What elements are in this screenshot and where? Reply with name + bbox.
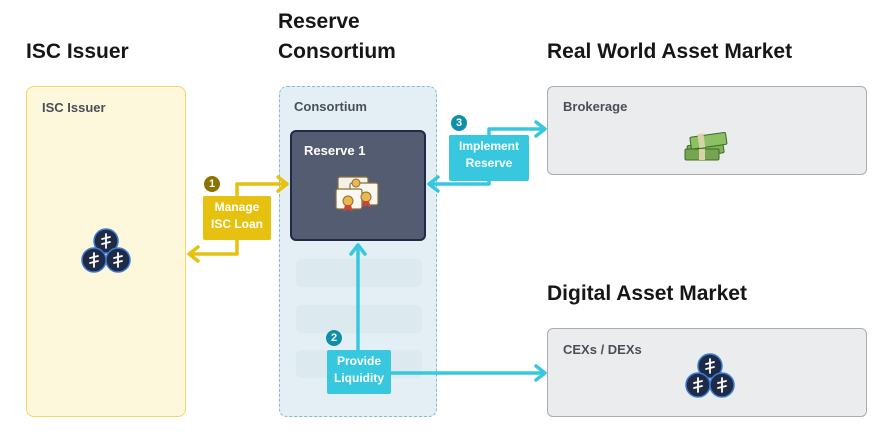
reserve-1-label: Reserve 1 — [304, 143, 366, 158]
loan-arrowhead-reserve — [276, 175, 289, 193]
isc-coin-cluster-icon-cex — [685, 353, 735, 398]
loan-arrow-to-reserve — [235, 182, 288, 198]
provide-liquidity-line1: Provide — [336, 354, 381, 368]
heading-real-world-asset-market: Real World Asset Market — [547, 40, 793, 63]
implement-reserve-line1: Implement — [458, 139, 519, 153]
manage-isc-loan-tag: Manage ISC Loan — [203, 196, 271, 240]
heading-digital-asset-market: Digital Asset Market — [547, 282, 747, 305]
loan-arrowhead-issuer — [187, 245, 200, 263]
cex-dex-panel-label: CEXs / DEXs — [563, 342, 642, 357]
consortium-panel-label: Consortium — [294, 99, 367, 114]
heading-isc-issuer: ISC Issuer — [26, 40, 129, 63]
provide-liquidity-tag: Provide Liquidity — [327, 350, 391, 394]
loan-arrow-to-issuer — [188, 238, 239, 256]
reserve-arrow-to-reserve1 — [428, 179, 491, 186]
step-2-badge: 2 — [326, 330, 342, 346]
manage-isc-loan-line2: ISC Loan — [210, 217, 263, 231]
reserve-arrow-to-brokerage — [487, 127, 546, 137]
implement-reserve-tag: Implement Reserve — [449, 135, 529, 181]
manage-isc-loan-line1: Manage — [214, 200, 260, 214]
heading-reserve-line2: Consortium — [278, 40, 396, 63]
isc-coin-cluster-icon — [81, 228, 131, 273]
certificates-icon — [335, 176, 379, 212]
step-1-badge: 1 — [204, 176, 220, 192]
brokerage-panel-label: Brokerage — [563, 99, 628, 114]
reserve-arrowhead-reserve1 — [427, 175, 440, 193]
cash-stack-icon — [684, 132, 728, 161]
step-3-badge: 3 — [451, 115, 467, 131]
heading-reserve-line1: Reserve — [278, 10, 360, 33]
reserve-arrowhead-brokerage — [534, 120, 547, 138]
provide-liquidity-line2: Liquidity — [334, 371, 384, 385]
implement-reserve-line2: Reserve — [465, 156, 513, 170]
liquidity-arrowhead-up — [349, 243, 367, 256]
isc-issuer-panel-label: ISC Issuer — [42, 100, 106, 115]
heading-reserve-consortium: Reserve Consortium — [278, 9, 396, 65]
liquidity-arrowhead-right — [534, 364, 547, 382]
